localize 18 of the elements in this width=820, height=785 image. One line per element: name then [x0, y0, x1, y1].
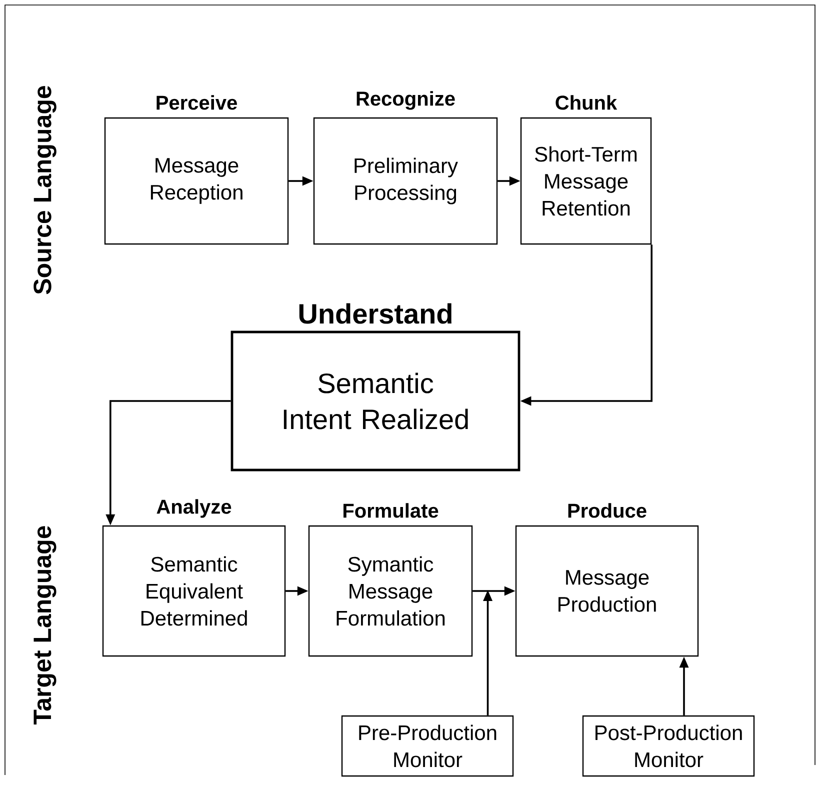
box-heading: Perceive: [156, 95, 237, 110]
process-box: Preliminary Processing: [313, 117, 498, 245]
box-heading: Understand: [299, 303, 452, 324]
box-heading: Analyze: [156, 499, 232, 518]
box-heading: Produce: [568, 503, 646, 518]
process-box: Short-Term Message Retention: [520, 117, 652, 245]
side-label: Source Language: [34, 86, 56, 294]
side-label: Target Language: [34, 526, 56, 724]
box-heading: Recognize: [356, 91, 455, 110]
process-box: Pre-Production Monitor: [341, 715, 514, 777]
process-box: Semantic Intent Realized: [230, 330, 520, 472]
process-box: Symantic Message Formulation: [308, 525, 473, 657]
process-box: Message Reception: [104, 117, 289, 245]
box-heading: Chunk: [556, 95, 618, 110]
box-heading: Formulate: [344, 503, 438, 518]
process-box: Semantic Equivalent Determined: [102, 525, 286, 657]
process-box: Post-Production Monitor: [582, 715, 755, 777]
process-box: Message Production: [515, 525, 699, 657]
